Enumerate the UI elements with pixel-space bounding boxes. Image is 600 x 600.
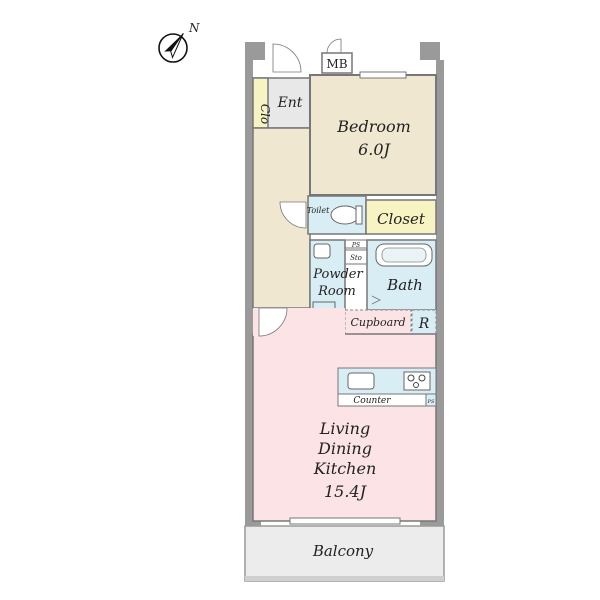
- hall-door-swing: [279, 201, 307, 229]
- entrance-label: Ent: [277, 95, 303, 111]
- cupboard: Cupboard R: [344, 309, 437, 335]
- ldk-line-1: Living: [319, 419, 370, 438]
- clo-closet: Clo: [252, 77, 272, 129]
- compass-circle: [158, 33, 188, 63]
- kitchen-counter: Counter PS: [337, 367, 437, 407]
- ldk-line-3: Kitchen: [313, 459, 377, 478]
- bathroom: Bath: [366, 239, 437, 311]
- sink-icon: [313, 243, 331, 259]
- clo-label: Clo: [258, 104, 272, 124]
- sto-label: Sto: [350, 254, 362, 262]
- meter-box: MB: [321, 38, 353, 74]
- toilet-label: Toilet: [307, 206, 330, 215]
- compass: N: [158, 21, 200, 63]
- closet-label: Closet: [377, 210, 426, 228]
- balcony-label: Balcony: [312, 542, 374, 560]
- bath-label: Bath: [386, 276, 423, 294]
- bedroom: Bedroom 6.0J: [309, 71, 437, 196]
- stove-icon: [403, 371, 431, 391]
- ldk-window: [289, 517, 401, 525]
- compass-north-label: N: [188, 21, 200, 35]
- kitchen-sink-icon: [347, 372, 375, 390]
- ldk: Living Dining Kitchen 15.4J: [252, 307, 437, 525]
- powder-label-2: Room: [317, 284, 356, 299]
- ldk-size: 15.4J: [324, 482, 368, 501]
- mb-label: MB: [326, 57, 347, 71]
- powder-label-1: Powder: [312, 267, 363, 282]
- ps-upper-label: PS: [351, 242, 360, 249]
- ldk-line-2: Dining: [317, 439, 372, 458]
- bedroom-name: Bedroom: [336, 117, 411, 136]
- refrigerator-label: R: [418, 316, 430, 332]
- balcony: Balcony: [244, 525, 445, 582]
- counter-label: Counter: [353, 396, 391, 406]
- toilet-icon: [330, 205, 360, 225]
- bedroom-window: [359, 71, 407, 79]
- ps-sto: PS Sto: [344, 239, 368, 265]
- bedroom-size: 6.0J: [358, 140, 391, 159]
- closet: Closet: [365, 199, 437, 235]
- ps-lower-label: PS: [427, 399, 435, 405]
- cupboard-label: Cupboard: [350, 316, 405, 329]
- toilet-room: Toilet: [307, 195, 367, 235]
- ldk-door-swing: [258, 307, 288, 337]
